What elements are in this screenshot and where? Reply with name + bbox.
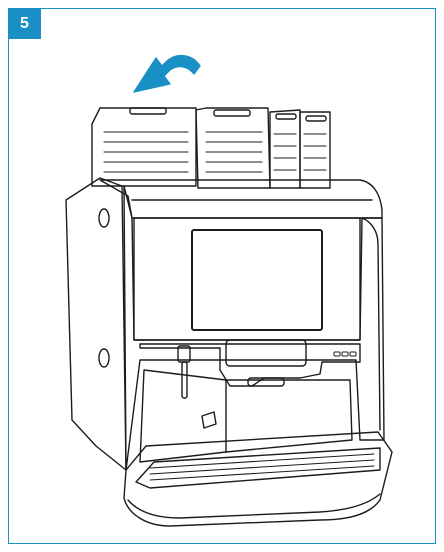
step-number-badge: 5 xyxy=(8,8,41,39)
rotate-arrow-icon xyxy=(133,55,201,93)
bean-hopper-icon xyxy=(91,107,331,189)
dispenser-unit xyxy=(139,339,361,463)
drip-tray-icon xyxy=(123,431,393,527)
display-screen-icon xyxy=(191,229,323,331)
steam-wand-icon xyxy=(177,345,217,429)
machine-body xyxy=(65,177,385,471)
